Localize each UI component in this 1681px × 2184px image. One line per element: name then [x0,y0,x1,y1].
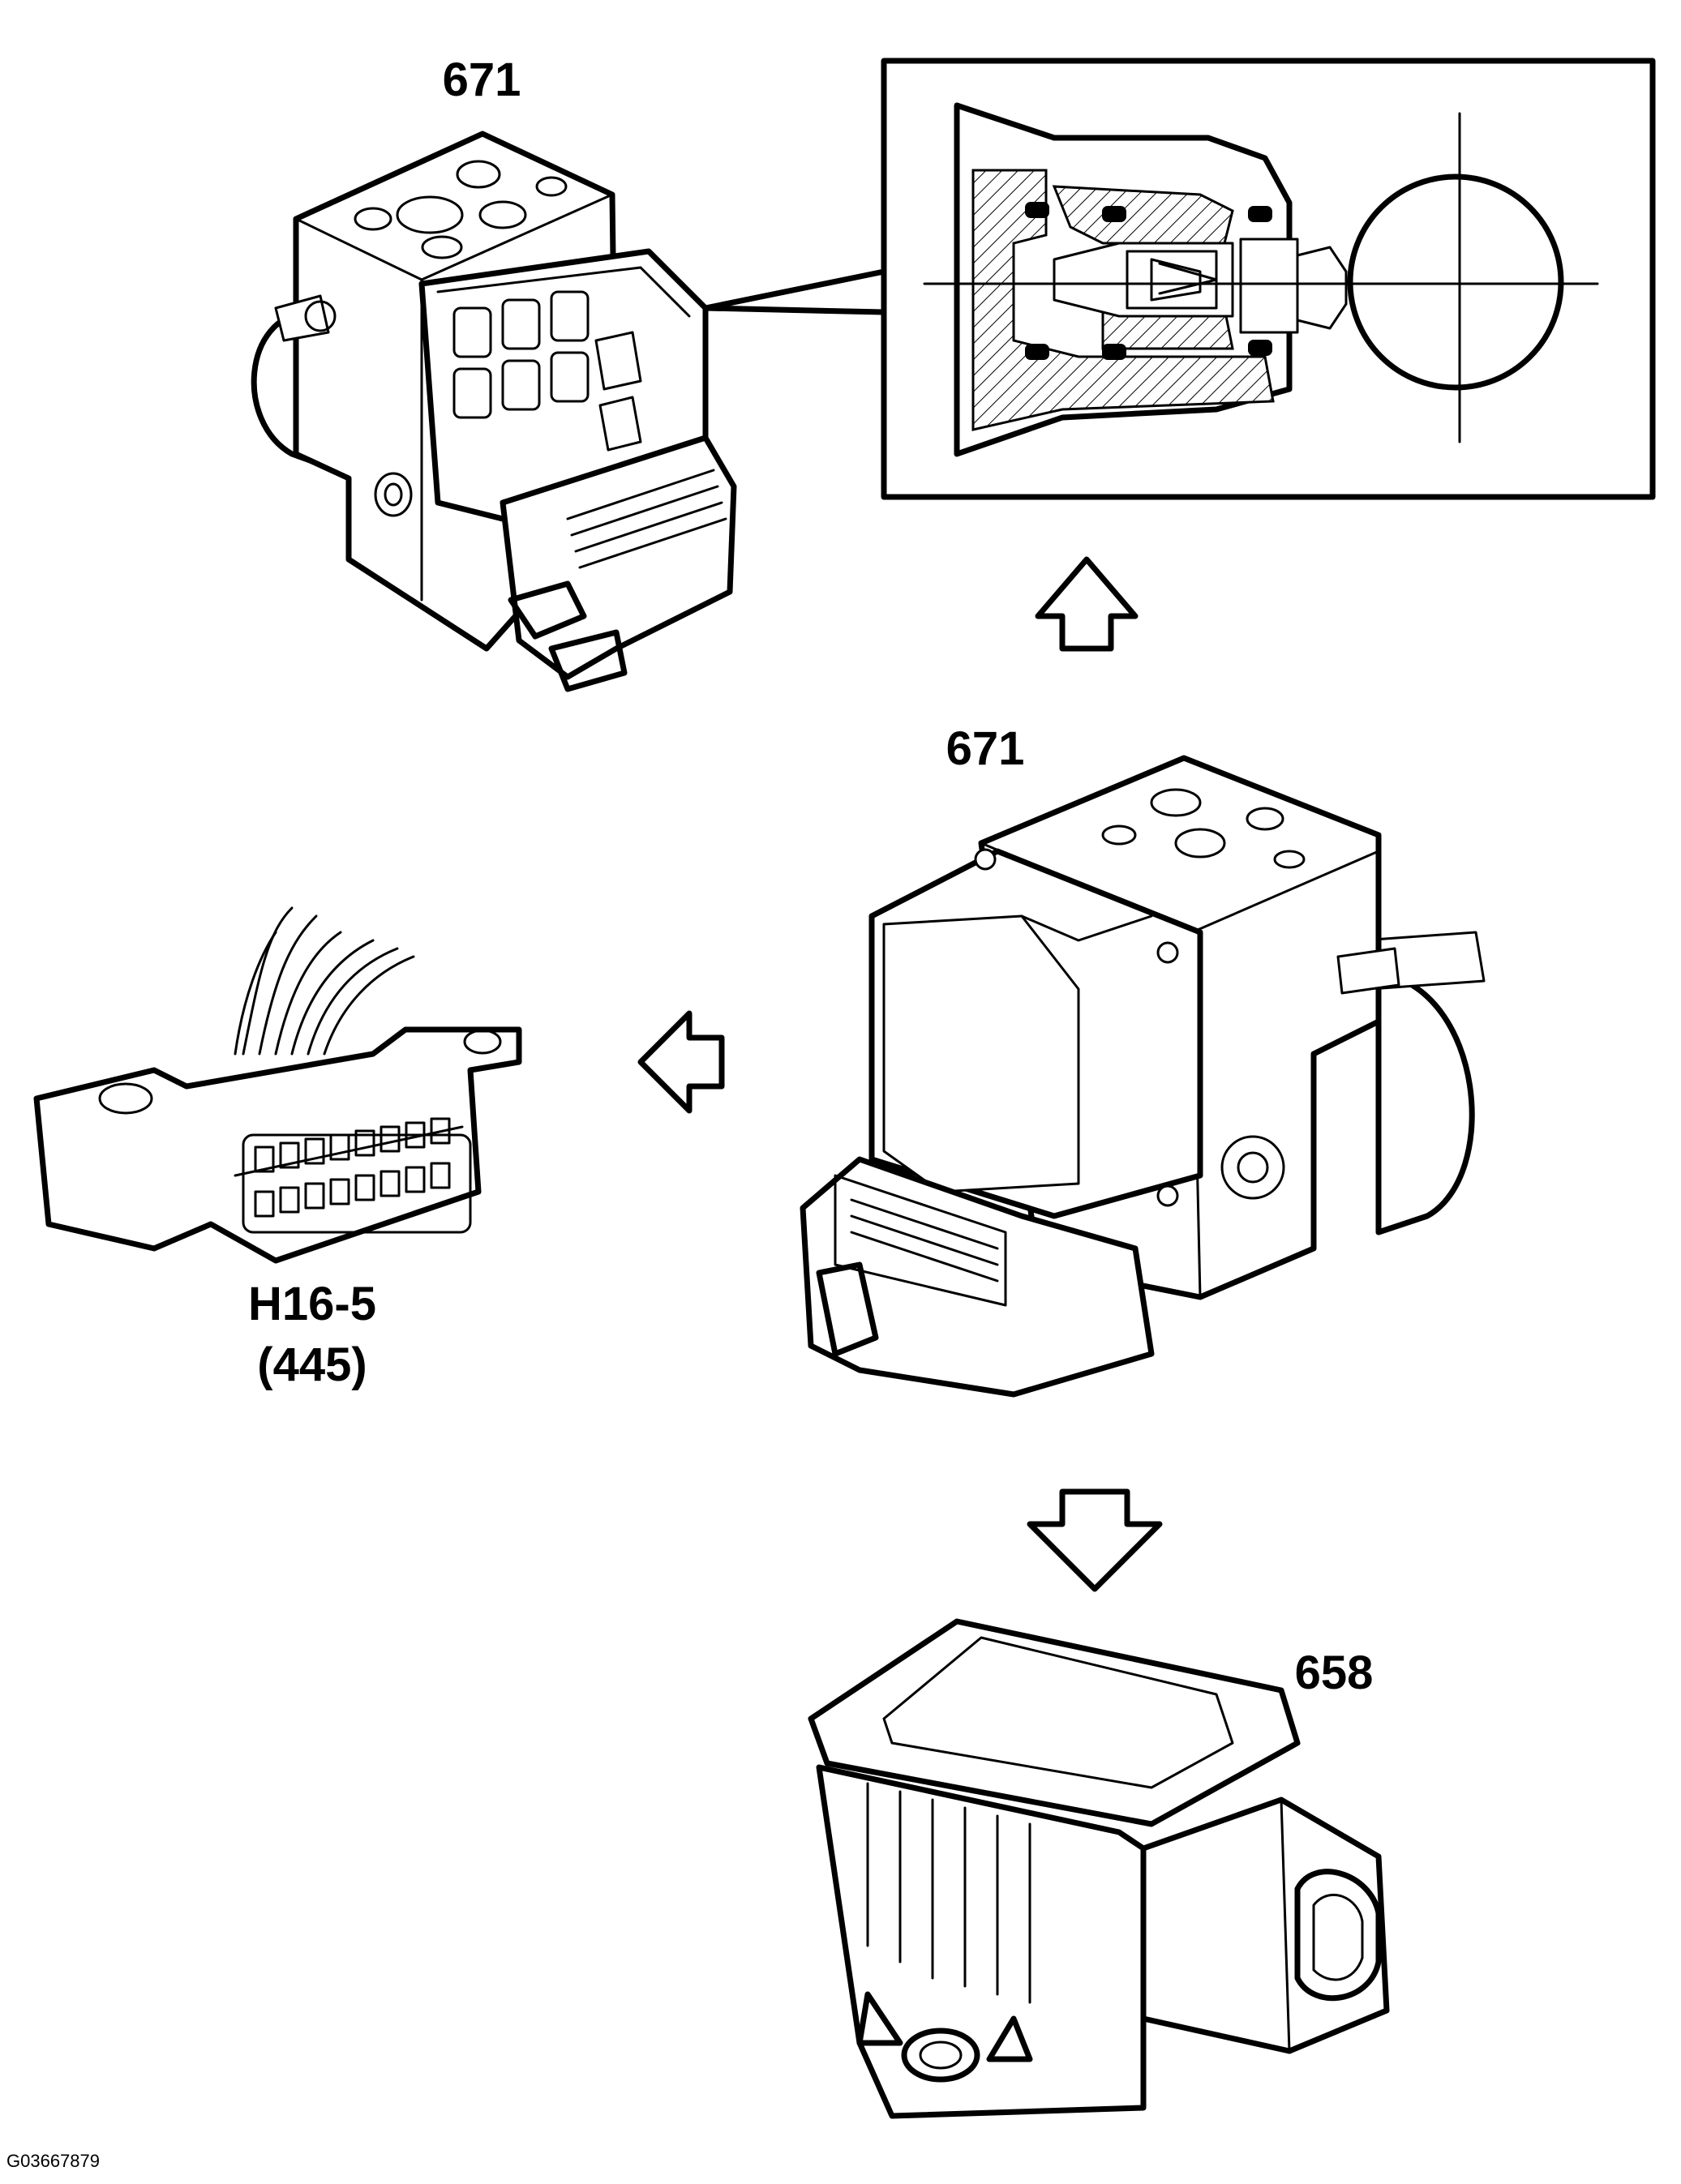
arrow-up-icon [1035,556,1139,652]
label-module-middle: 671 [946,722,1025,775]
abs-module-top-illustration [251,131,737,692]
valve-cross-section-inset [881,58,1656,500]
label-connector-name: H16-5 [248,1278,376,1330]
label-sensor: 658 [1294,1647,1374,1699]
yaw-rate-sensor-illustration [808,1618,1390,2119]
abs-module-middle-illustration [800,755,1486,1398]
arrow-down-icon [1027,1488,1163,1592]
figure-code: G03667879 [6,2151,100,2171]
connector-pin-grid [242,1117,472,1234]
label-connector-ref: (445) [257,1338,367,1391]
callout-leader [702,268,887,311]
label-module-top: 671 [442,54,521,106]
diagnostic-connector-illustration [33,906,522,1264]
arrow-left-icon [637,1010,725,1114]
